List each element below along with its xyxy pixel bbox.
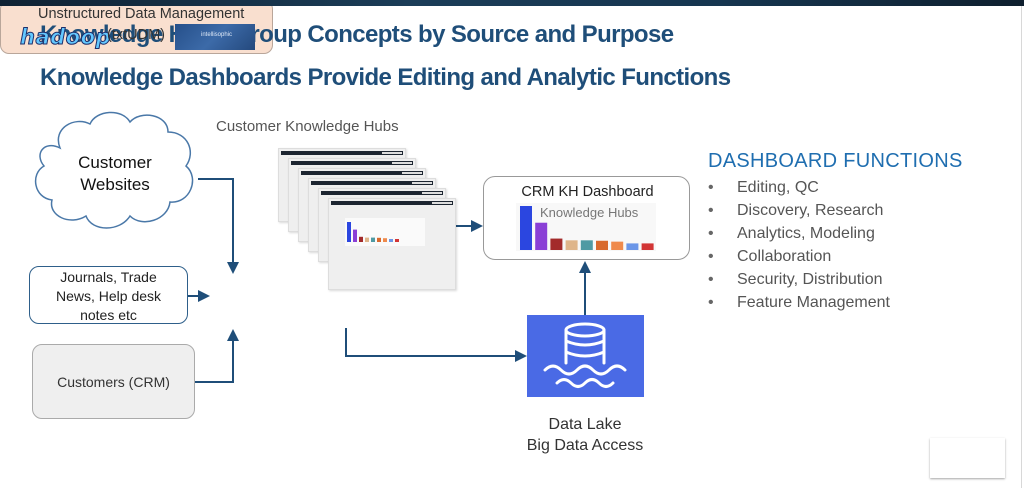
function-item: • Editing, QC <box>708 176 890 199</box>
dashboard-bar <box>580 240 593 250</box>
journals-line-2: News, Help desk <box>55 288 162 304</box>
dashboard-bar <box>611 241 624 250</box>
dashboard-functions-list: • Editing, QC • Discovery, Research • Analyti… <box>708 176 890 314</box>
function-item: • Feature Management <box>708 291 890 314</box>
bullet-icon: • <box>708 202 714 219</box>
dashboard-bar <box>641 243 654 250</box>
function-label: Security, Distribution <box>737 271 883 288</box>
datalake-node <box>527 315 644 397</box>
hub-mini-bar <box>359 236 363 242</box>
cloud-shape-icon <box>34 111 194 229</box>
journals-line-3: notes etc <box>80 307 137 323</box>
hubs-label: Customer Knowledge Hubs <box>216 118 399 135</box>
hub-mini-bar <box>377 237 381 242</box>
journals-node: Journals, Trade News, Help desk notes et… <box>29 266 188 324</box>
function-item: • Collaboration <box>708 245 890 268</box>
bullet-icon: • <box>708 248 714 265</box>
hub-mini-bar <box>383 238 387 242</box>
hub-mini-bar <box>371 237 375 242</box>
hub-mini-bar <box>347 222 351 242</box>
arrow-udm-to-lake <box>345 328 527 362</box>
dashboard-bar <box>535 222 548 250</box>
websites-line-2: Websites <box>80 175 150 194</box>
corner-placeholder <box>930 438 1005 478</box>
dashboard-bar <box>596 240 608 250</box>
hub-mini-bar <box>353 229 357 242</box>
journals-line-1: Journals, Trade <box>60 269 157 285</box>
hadoop-logo-icon: hadoop <box>19 25 112 50</box>
customer-websites-node: Customer Websites <box>30 152 200 196</box>
dashboard-functions-title: DASHBOARD FUNCTIONS <box>708 150 963 172</box>
dashboard-node: CRM KH Dashboard Knowledge Hubs <box>483 176 690 260</box>
udm-subtitle: (txtUDM) <box>107 27 165 43</box>
datalake-line-2: Big Data Access <box>526 437 644 454</box>
slide-title-line-2: Knowledge Dashboards Provide Editing and… <box>40 64 731 91</box>
intellisophic-logo-text: intellisophic <box>201 32 233 38</box>
datalake-line-1: Data Lake <box>548 416 622 433</box>
hub-mini-bar <box>365 237 369 242</box>
dashboard-bar <box>550 238 563 250</box>
dashboard-bar <box>520 206 532 250</box>
udm-node: Unstructured Data Management hadoop (txt… <box>0 0 273 54</box>
bullet-icon: • <box>708 271 714 288</box>
function-item: • Analytics, Modeling <box>708 222 890 245</box>
function-item: • Discovery, Research <box>708 199 890 222</box>
function-label: Collaboration <box>737 248 832 265</box>
arrow-websites-to-udm <box>198 178 239 274</box>
dashboard-bar <box>565 240 578 250</box>
function-label: Discovery, Research <box>737 202 884 219</box>
slide-title-line-1: Knowledge Hubs Group Concepts by Source … <box>40 21 674 48</box>
datalake-label: Data Lake Big Data Access <box>495 414 675 456</box>
dashboard-chart-title: Knowledge Hubs <box>540 205 639 220</box>
function-item: • Security, Distribution <box>708 268 890 291</box>
bullet-icon: • <box>708 179 714 196</box>
customers-crm-node: Customers (CRM) <box>32 344 195 419</box>
websites-line-1: Customer <box>78 153 152 172</box>
udm-title: Unstructured Data Management <box>38 6 245 22</box>
hub-mini-bar <box>395 239 399 242</box>
top-banner <box>0 0 1024 6</box>
arrow-crm-to-udm <box>195 329 239 383</box>
bullet-icon: • <box>708 294 714 311</box>
bullet-icon: • <box>708 225 714 242</box>
intellisophic-logo-icon: intellisophic <box>175 24 255 50</box>
dashboard-title: CRM KH Dashboard <box>521 184 654 200</box>
hub-mini-chart <box>345 218 425 246</box>
slide-edge <box>1021 6 1022 488</box>
hub-mini-bar <box>389 239 393 242</box>
database-lake-icon <box>543 322 627 388</box>
function-label: Analytics, Modeling <box>737 225 875 242</box>
dashboard-bar <box>626 243 639 250</box>
dashboard-chart <box>516 203 656 251</box>
dashboard-bars <box>520 206 654 250</box>
function-label: Feature Management <box>737 294 890 311</box>
function-label: Editing, QC <box>737 179 819 196</box>
